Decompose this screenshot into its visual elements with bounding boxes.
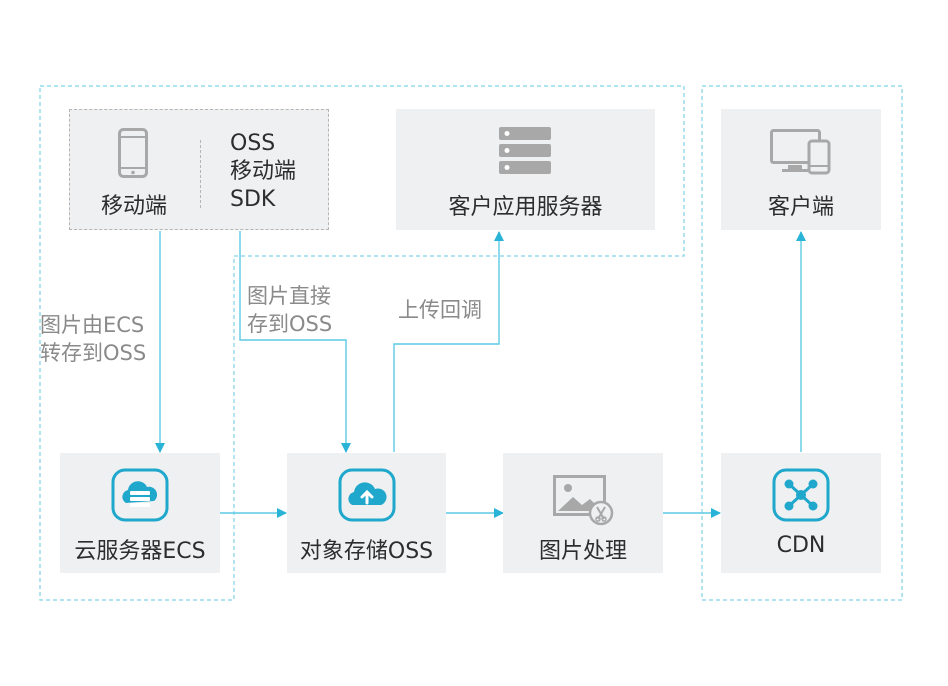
oss-node: 对象存储OSS bbox=[287, 453, 446, 573]
group-left-border bbox=[39, 85, 685, 601]
oss-sdk-line: OSS bbox=[230, 131, 276, 156]
oss-sdk-label: OSS 移动端 SDK bbox=[230, 130, 296, 214]
sdk-divider bbox=[200, 140, 201, 208]
monitor-phone-icon bbox=[770, 129, 831, 175]
client-label: 客户端 bbox=[767, 195, 834, 220]
cdn-label: CDN bbox=[776, 533, 826, 558]
oss-sdk-line: 移动端 bbox=[230, 159, 297, 184]
edge-sdk-oss bbox=[239, 231, 351, 453]
network-nodes-icon bbox=[772, 468, 830, 522]
mobile-label: 移动端 bbox=[100, 194, 167, 219]
oss-label: 对象存储OSS bbox=[299, 539, 434, 564]
image-processing-node: 图片处理 bbox=[503, 453, 663, 573]
ecs-label: 云服务器ECS bbox=[74, 539, 206, 564]
cdn-node: CDN bbox=[721, 453, 881, 573]
client-node: 客户端 bbox=[721, 109, 881, 230]
edge-label-line: 存到OSS bbox=[247, 312, 333, 336]
edge-label-direct: 图片直接 存到OSS bbox=[247, 282, 332, 338]
image-edit-icon bbox=[553, 475, 614, 526]
mobile-sdk-node: 移动端 OSS 移动端 SDK bbox=[69, 109, 329, 230]
edge-label-line: 图片由ECS bbox=[40, 313, 145, 337]
app-server-label: 客户应用服务器 bbox=[448, 195, 603, 220]
cloud-upload-icon bbox=[338, 468, 396, 522]
edge-label-via-ecs: 图片由ECS 转存到OSS bbox=[40, 311, 146, 367]
image-processing-label: 图片处理 bbox=[538, 539, 627, 564]
group-right-border bbox=[701, 85, 903, 601]
edge-label-line: 图片直接 bbox=[247, 284, 331, 308]
cloud-server-icon bbox=[111, 468, 169, 522]
server-stack-icon bbox=[499, 127, 551, 174]
smartphone-icon bbox=[118, 128, 148, 178]
edge-label-line: 转存到OSS bbox=[40, 341, 147, 365]
oss-sdk-line: SDK bbox=[230, 187, 276, 212]
ecs-node: 云服务器ECS bbox=[60, 453, 220, 573]
app-server-node: 客户应用服务器 bbox=[396, 109, 655, 230]
edge-oss-appserver bbox=[393, 231, 504, 452]
edge-label-callback: 上传回调 bbox=[398, 298, 482, 322]
